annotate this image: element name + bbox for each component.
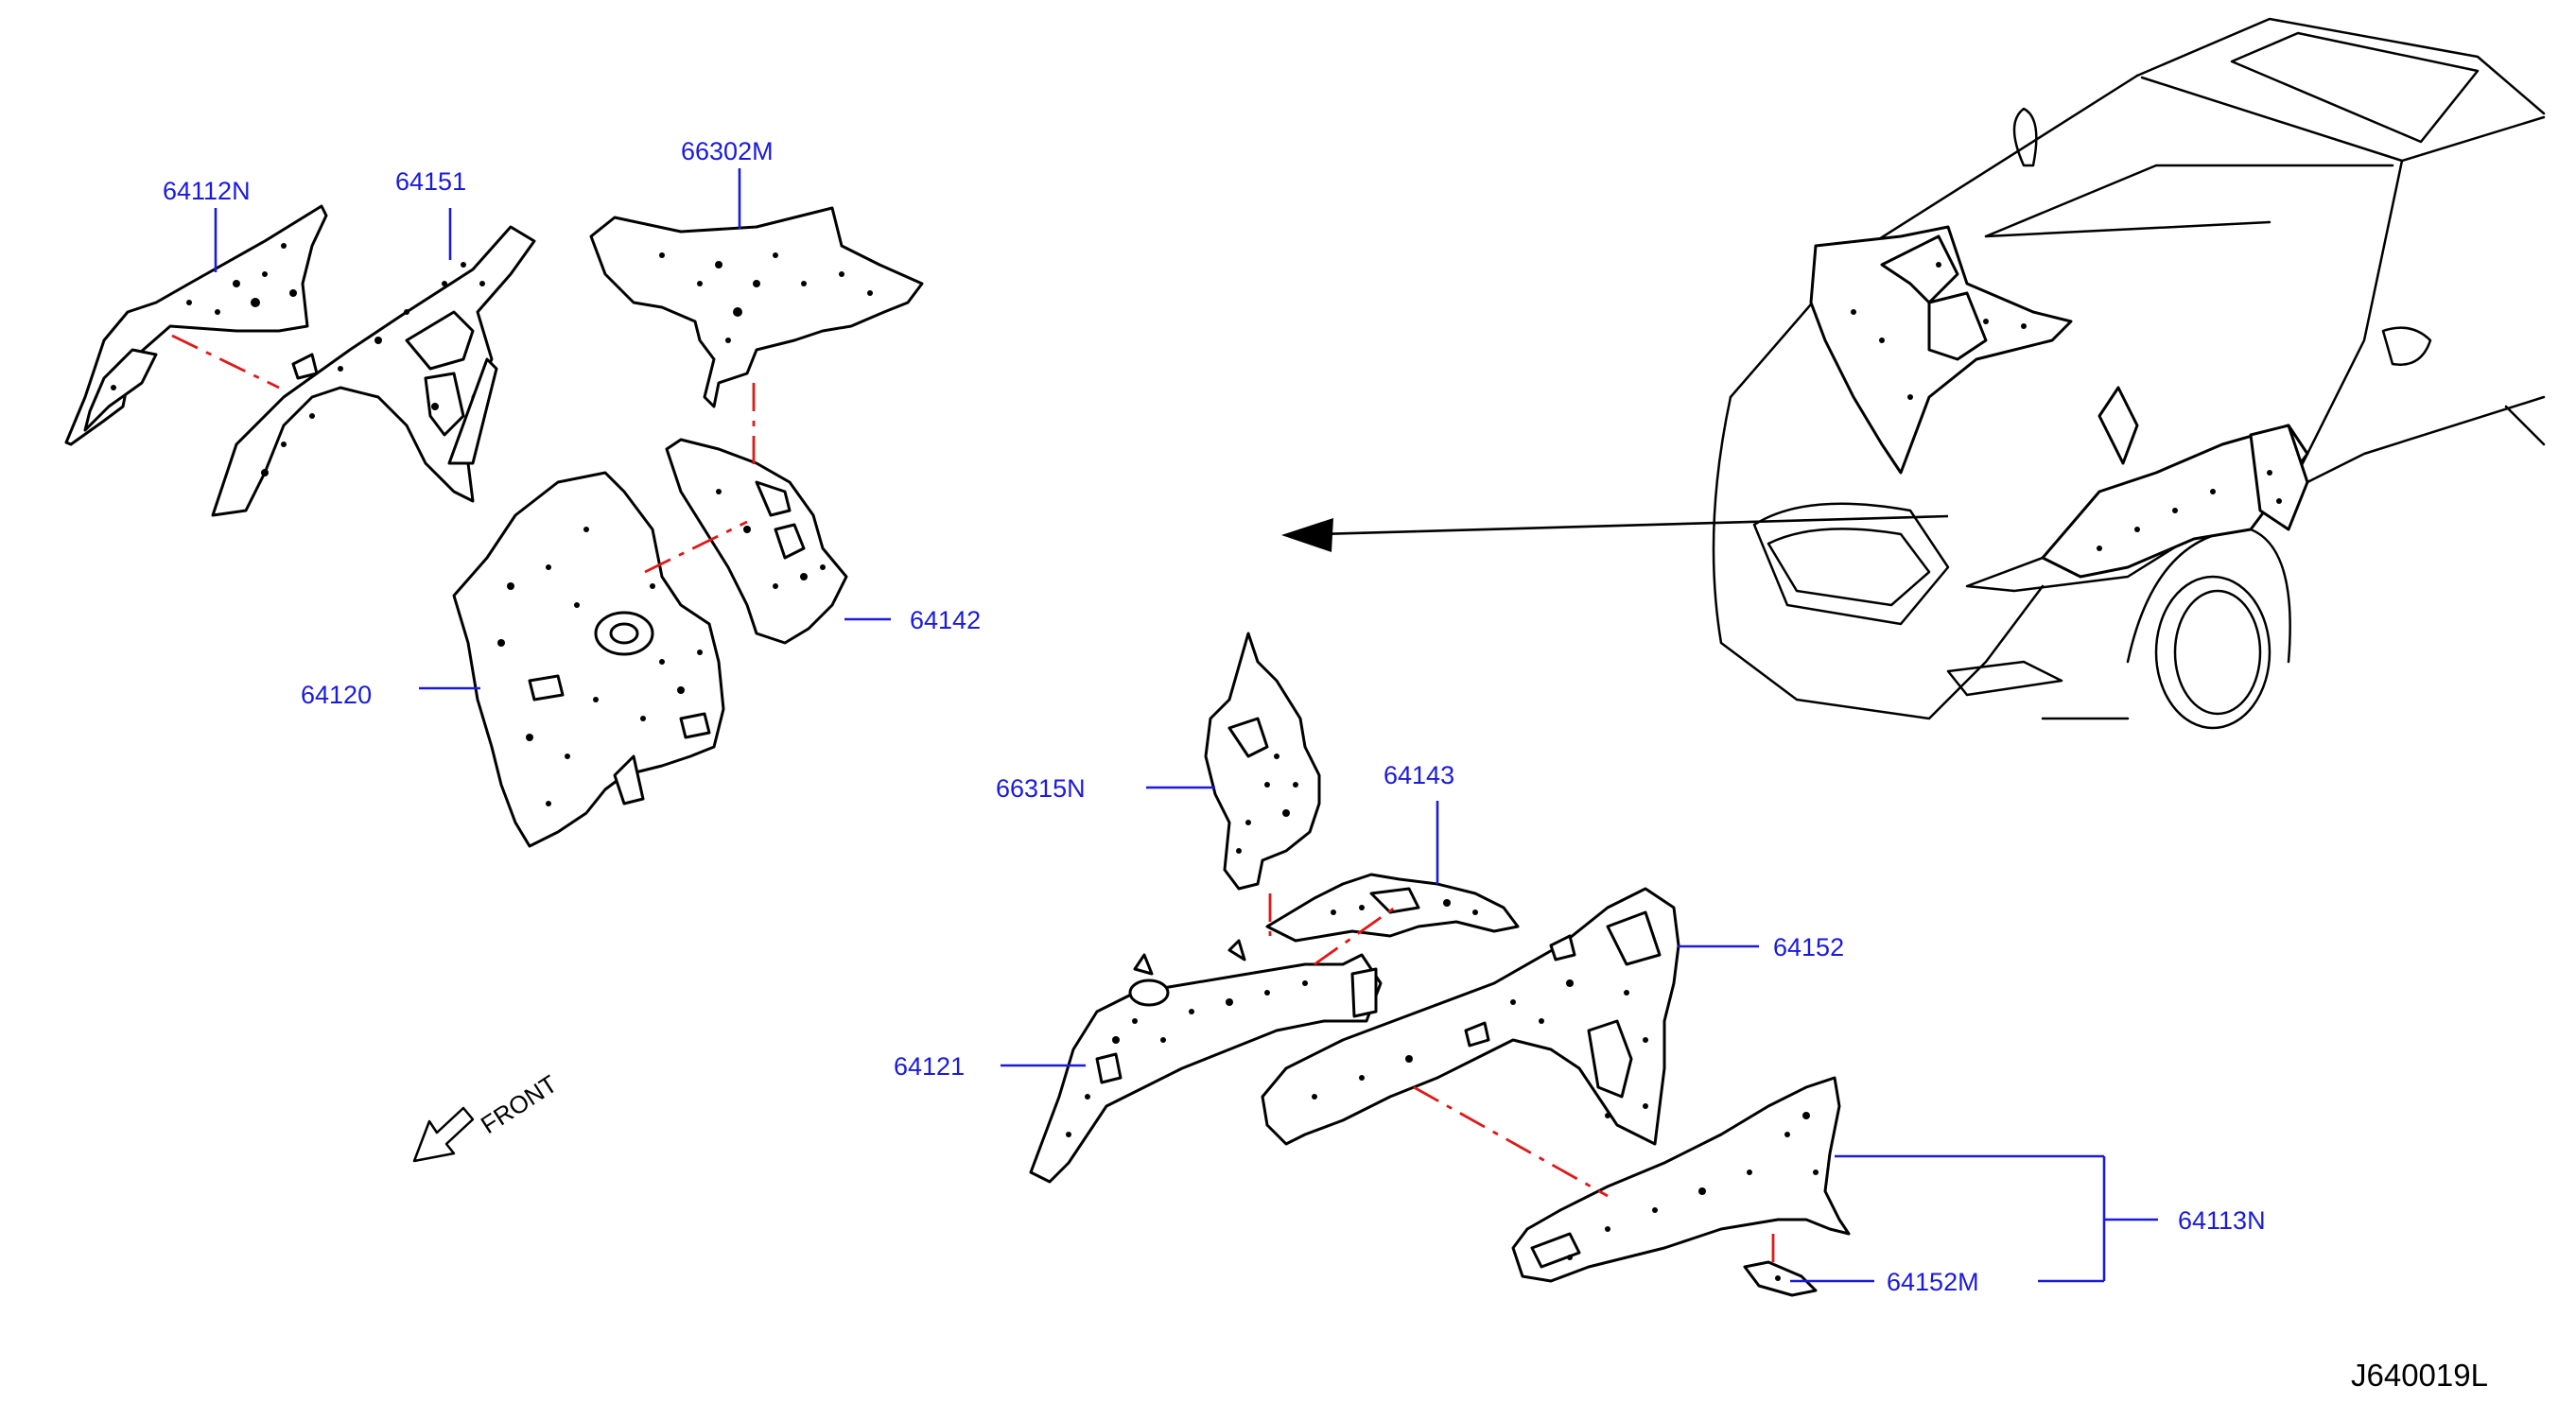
part-64152 <box>1261 887 1680 1146</box>
label-66315N: 66315N <box>996 774 1086 803</box>
label-64142: 64142 <box>910 606 981 634</box>
label-64151: 64151 <box>395 167 466 196</box>
part-64121 <box>1029 939 1383 1184</box>
label-64152M: 64152M <box>1887 1268 1979 1296</box>
part-64151 <box>211 225 536 517</box>
part-64112N <box>64 204 328 446</box>
part-64152M <box>1743 1260 1818 1297</box>
location-arrow-icon <box>1281 514 1949 552</box>
part-66315N <box>1204 632 1321 891</box>
label-66302M: 66302M <box>681 137 774 165</box>
leader-lines <box>214 168 2158 1283</box>
assembly-lines <box>171 334 1775 1267</box>
label-64113N: 64113N <box>2178 1206 2266 1235</box>
part-64142 <box>665 438 848 645</box>
car-illustration <box>1712 17 2546 730</box>
label-64152: 64152 <box>1773 933 1844 961</box>
part-labels: 64112N 64151 66302M 64142 64120 66315N 6… <box>163 137 2266 1296</box>
part-64143 <box>1265 873 1520 943</box>
label-64121: 64121 <box>894 1052 965 1081</box>
front-label: FRONT <box>476 1069 563 1139</box>
label-64112N: 64112N <box>163 177 251 205</box>
front-direction-arrow-icon <box>412 1106 475 1163</box>
part-66302M <box>589 206 924 408</box>
front-indicator: FRONT <box>412 1069 563 1163</box>
drawing-code: J640019L <box>2351 1358 2488 1393</box>
part-64113N <box>1511 1076 1851 1283</box>
label-64120: 64120 <box>301 681 372 709</box>
label-64143: 64143 <box>1384 761 1454 789</box>
part-64120 <box>452 471 725 848</box>
